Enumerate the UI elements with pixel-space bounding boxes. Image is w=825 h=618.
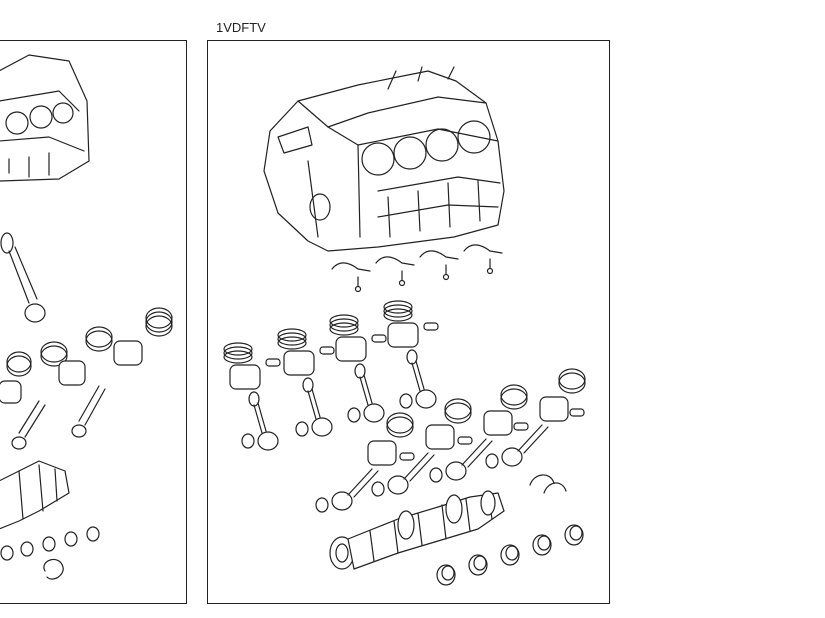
piston-set-lower-drawing [367, 368, 586, 466]
crankshaft-drawing-left [0, 460, 70, 530]
connecting-rod-set-upper-drawing [241, 349, 437, 451]
engine-parts-illustration-right [223, 66, 586, 586]
model-code-label: 1VDFTV [216, 20, 266, 35]
connecting-rod-set-lower-drawing [315, 424, 549, 513]
piston-set-upper-drawing [223, 300, 439, 390]
thrust-washer-drawing [529, 474, 567, 494]
engine-diagram-panel-right[interactable] [207, 40, 610, 604]
engine-parts-illustration-left [0, 54, 173, 580]
bearing-set-drawing-left [0, 526, 100, 580]
piston-set-drawing-left [0, 307, 173, 450]
oil-nozzle-set-drawing [331, 244, 503, 293]
connecting-rod-drawing-left [0, 232, 46, 323]
cylinder-block-drawing [263, 66, 505, 252]
main-bearing-set-drawing [436, 524, 584, 586]
cylinder-block-drawing-left [0, 54, 90, 182]
crankshaft-drawing [329, 490, 505, 570]
engine-diagram-panel-left[interactable] [0, 40, 187, 604]
